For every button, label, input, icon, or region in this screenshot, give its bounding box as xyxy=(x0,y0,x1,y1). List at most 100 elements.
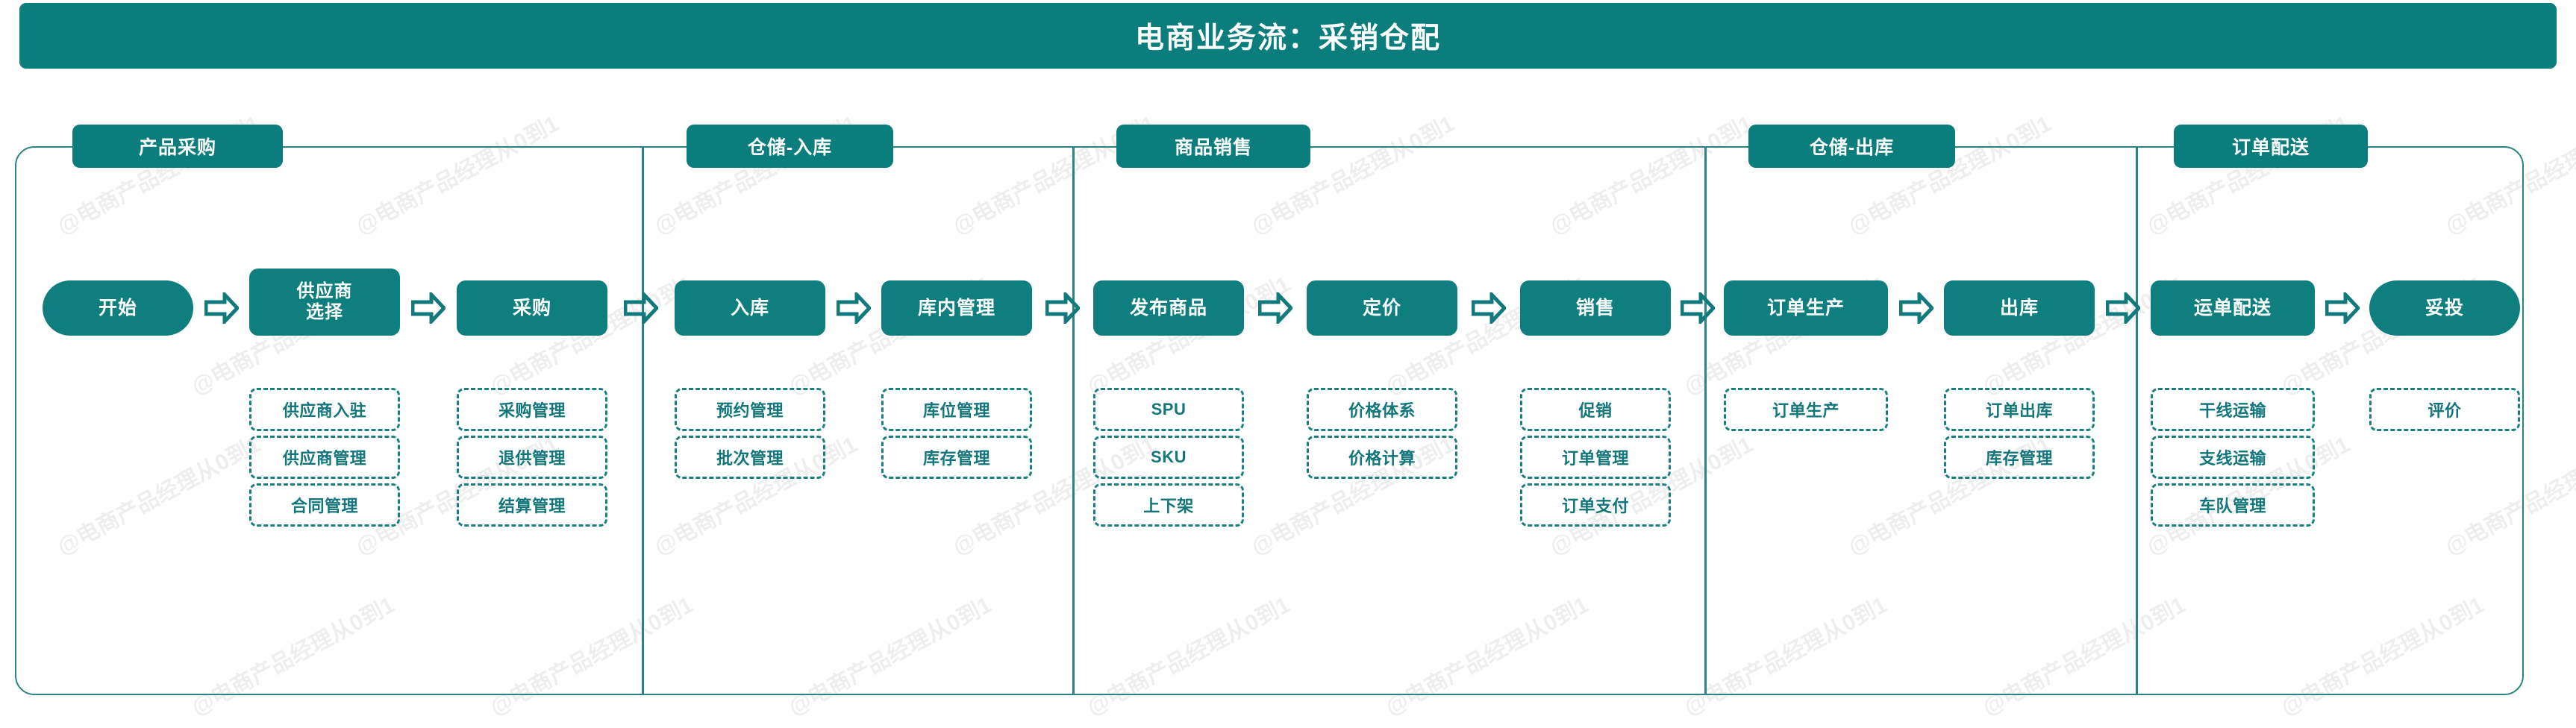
sub-item-label: 上下架 xyxy=(1143,497,1194,515)
sub-item-供应商入驻[interactable]: 供应商入驻 xyxy=(249,388,400,431)
section-header-label: 仓储-出库 xyxy=(1809,137,1895,158)
flow-arrow-icon-10 xyxy=(2105,289,2142,327)
flow-node-label: 出库 xyxy=(1999,297,2039,318)
flow-node-发布商品[interactable]: 发布商品 xyxy=(1093,280,1244,336)
sub-item-sku[interactable]: SKU xyxy=(1093,436,1244,479)
sub-item-支线运输[interactable]: 支线运输 xyxy=(2151,436,2315,479)
flow-node-label: 妥投 xyxy=(2425,297,2464,318)
sub-item-label: 订单出库 xyxy=(1985,401,2053,420)
page-title-bar: 电商业务流：采销仓配 xyxy=(19,3,2557,69)
page-title: 电商业务流：采销仓配 xyxy=(1134,22,1441,54)
sub-item-label: 批次管理 xyxy=(716,449,784,468)
flow-node-开始[interactable]: 开始 xyxy=(43,280,193,336)
flow-node-库内管理[interactable]: 库内管理 xyxy=(881,280,1032,336)
sub-item-label: 评价 xyxy=(2427,401,2462,420)
section-divider-4 xyxy=(1704,146,1707,695)
flow-node-label: 运单配送 xyxy=(2193,297,2272,318)
sub-item-label: 供应商入驻 xyxy=(282,401,367,420)
flow-node-label: 入库 xyxy=(730,297,769,318)
sub-item-订单支付[interactable]: 订单支付 xyxy=(1520,483,1671,527)
flow-node-供应商选择[interactable]: 供应商选择 xyxy=(249,269,400,336)
section-header-label: 订单配送 xyxy=(2231,137,2310,158)
sub-item-合同管理[interactable]: 合同管理 xyxy=(249,483,400,527)
flow-node-label: 订单生产 xyxy=(1766,297,1845,318)
sub-item-label: 车队管理 xyxy=(2198,497,2266,515)
sub-item-订单管理[interactable]: 订单管理 xyxy=(1520,436,1671,479)
sub-item-库存管理[interactable]: 库存管理 xyxy=(881,436,1032,479)
section-divider-3 xyxy=(1072,146,1075,695)
flow-node-销售[interactable]: 销售 xyxy=(1520,280,1671,336)
sub-item-label: 干线运输 xyxy=(2198,401,2266,420)
sub-item-label: 价格体系 xyxy=(1348,401,1416,420)
sub-item-label: 预约管理 xyxy=(716,401,784,420)
section-header-仓储-入库: 仓储-入库 xyxy=(687,125,893,168)
flow-node-出库[interactable]: 出库 xyxy=(1944,280,2095,336)
sub-item-价格计算[interactable]: 价格计算 xyxy=(1307,436,1457,479)
section-header-label: 商品销售 xyxy=(1174,137,1252,158)
sub-item-库存管理[interactable]: 库存管理 xyxy=(1944,436,2095,479)
sub-item-label: 供应商管理 xyxy=(282,449,367,468)
section-header-商品销售: 商品销售 xyxy=(1116,125,1310,168)
sub-item-退供管理[interactable]: 退供管理 xyxy=(457,436,607,479)
flow-node-label: 采购 xyxy=(512,297,551,318)
section-header-label: 产品采购 xyxy=(138,137,216,158)
sub-item-label: 采购管理 xyxy=(498,401,566,420)
sub-item-预约管理[interactable]: 预约管理 xyxy=(675,388,825,431)
sub-item-label: SKU xyxy=(1151,448,1187,466)
flow-node-定价[interactable]: 定价 xyxy=(1307,280,1457,336)
sub-item-label: 订单生产 xyxy=(1772,401,1839,420)
flow-node-label: 定价 xyxy=(1362,297,1401,318)
sub-item-label: 订单支付 xyxy=(1561,497,1629,515)
sub-item-批次管理[interactable]: 批次管理 xyxy=(675,436,825,479)
flow-arrow-icon-7 xyxy=(1471,289,1507,327)
flow-node-label: 库内管理 xyxy=(917,297,995,318)
sub-item-评价[interactable]: 评价 xyxy=(2369,388,2520,431)
sub-item-label: 库位管理 xyxy=(922,401,990,420)
sub-item-label: 结算管理 xyxy=(498,497,566,515)
section-header-label: 仓储-入库 xyxy=(747,137,833,158)
flow-node-妥投[interactable]: 妥投 xyxy=(2369,280,2520,336)
sub-item-label: 合同管理 xyxy=(290,497,358,515)
flow-node-采购[interactable]: 采购 xyxy=(457,280,607,336)
section-header-产品采购: 产品采购 xyxy=(72,125,283,168)
sub-item-促销[interactable]: 促销 xyxy=(1520,388,1671,431)
sub-item-结算管理[interactable]: 结算管理 xyxy=(457,483,607,527)
sub-item-订单生产[interactable]: 订单生产 xyxy=(1724,388,1888,431)
watermark-text: @电商产品经理从0到1 xyxy=(2572,266,2576,401)
section-divider-5 xyxy=(2136,146,2138,695)
sub-item-spu[interactable]: SPU xyxy=(1093,388,1244,431)
sub-item-干线运输[interactable]: 干线运输 xyxy=(2151,388,2315,431)
sub-item-label: 订单管理 xyxy=(1561,449,1629,468)
flow-node-订单生产[interactable]: 订单生产 xyxy=(1724,280,1888,336)
sub-item-label: 库存管理 xyxy=(1985,449,2053,468)
sub-item-价格体系[interactable]: 价格体系 xyxy=(1307,388,1457,431)
flow-arrow-icon-6 xyxy=(1257,289,1294,327)
section-header-订单配送: 订单配送 xyxy=(2174,125,2368,168)
sub-item-供应商管理[interactable]: 供应商管理 xyxy=(249,436,400,479)
flow-arrow-icon-8 xyxy=(1680,289,1716,327)
sub-item-label: 支线运输 xyxy=(2198,449,2266,468)
sub-item-车队管理[interactable]: 车队管理 xyxy=(2151,483,2315,527)
flow-node-入库[interactable]: 入库 xyxy=(675,280,825,336)
flow-arrow-icon-1 xyxy=(204,289,240,327)
sub-item-label: 退供管理 xyxy=(498,449,566,468)
flow-arrow-icon-3 xyxy=(623,289,660,327)
section-divider-2 xyxy=(642,146,644,695)
sub-item-label: 库存管理 xyxy=(922,449,990,468)
sub-item-采购管理[interactable]: 采购管理 xyxy=(457,388,607,431)
flow-node-label: 供应商选择 xyxy=(296,280,353,322)
flow-node-运单配送[interactable]: 运单配送 xyxy=(2151,280,2315,336)
section-header-仓储-出库: 仓储-出库 xyxy=(1748,125,1955,168)
sub-item-label: 价格计算 xyxy=(1348,449,1416,468)
watermark-text: @电商产品经理从0到1 xyxy=(2572,587,2576,722)
flow-node-label: 开始 xyxy=(98,297,137,318)
sub-item-label: 促销 xyxy=(1578,401,1613,420)
flow-node-label: 发布商品 xyxy=(1129,297,1207,318)
sub-item-库位管理[interactable]: 库位管理 xyxy=(881,388,1032,431)
sub-item-订单出库[interactable]: 订单出库 xyxy=(1944,388,2095,431)
flow-arrow-icon-2 xyxy=(410,289,447,327)
flow-arrow-icon-9 xyxy=(1898,289,1935,327)
sub-item-上下架[interactable]: 上下架 xyxy=(1093,483,1244,527)
flow-arrow-icon-4 xyxy=(836,289,872,327)
